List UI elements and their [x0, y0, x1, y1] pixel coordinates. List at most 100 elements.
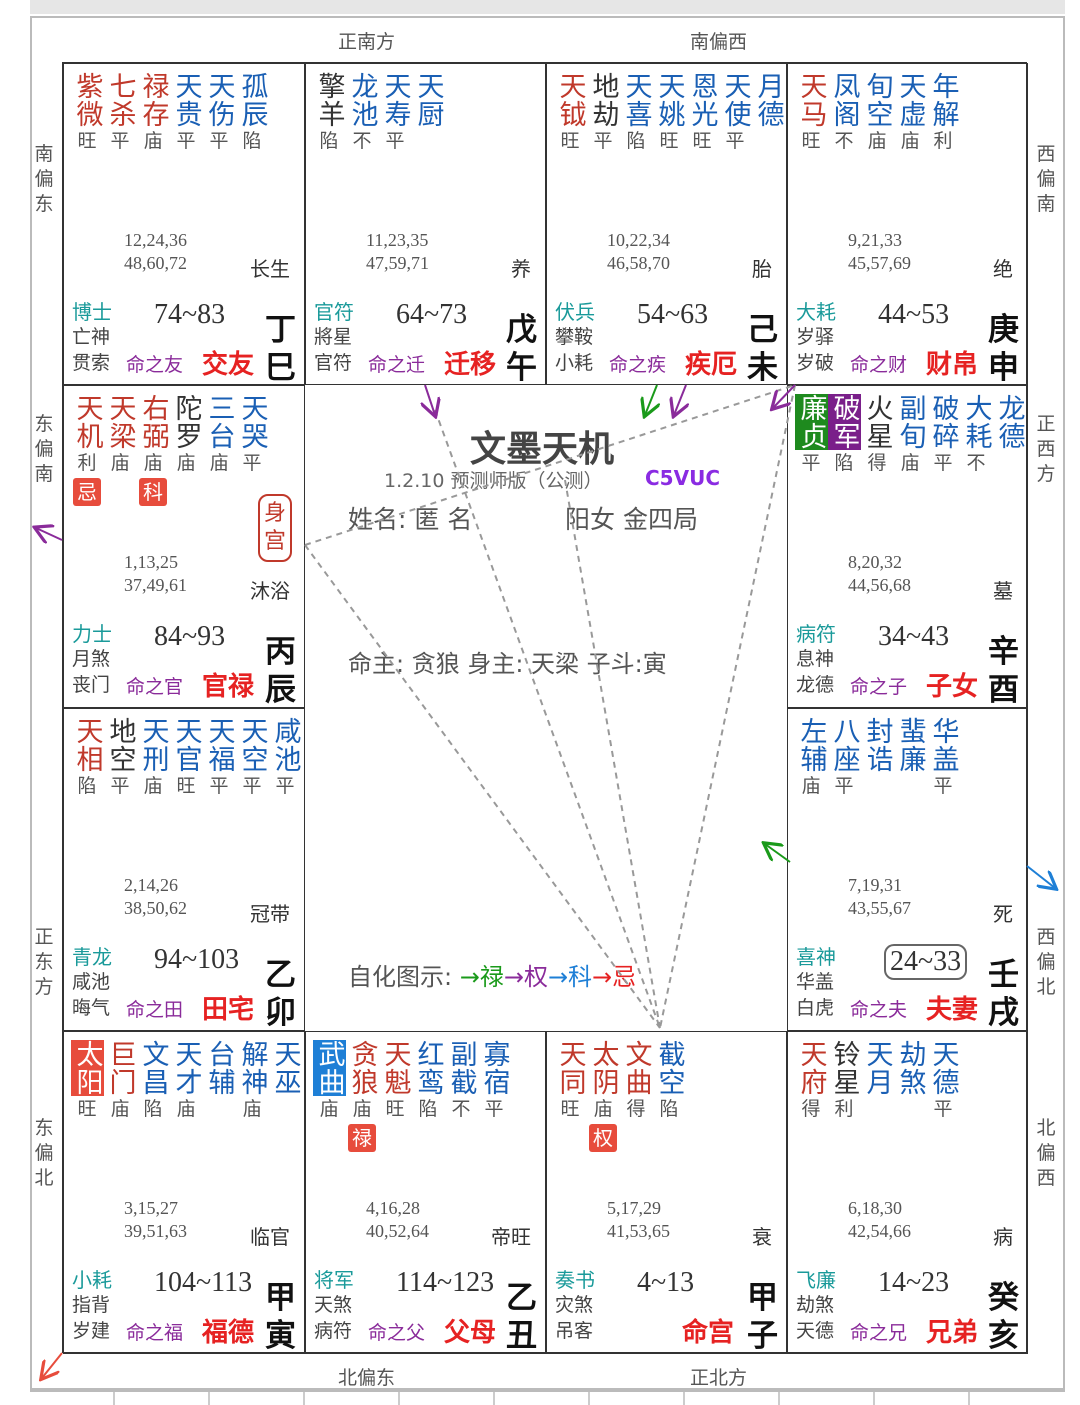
star[interactable]: 大耗不 — [961, 394, 992, 474]
star[interactable]: 天哭平 — [237, 394, 268, 506]
star[interactable]: 廉贞平 — [794, 394, 828, 474]
star[interactable]: 截空陷 — [654, 1040, 685, 1152]
star[interactable]: 天月 — [862, 1040, 893, 1120]
star[interactable]: 天虚庙 — [895, 72, 926, 152]
star[interactable]: 旬空庙 — [862, 72, 893, 152]
star[interactable]: 天机利忌 — [72, 394, 103, 506]
star[interactable]: 太阴庙权 — [588, 1040, 619, 1152]
star[interactable]: 破碎平 — [928, 394, 959, 474]
star[interactable]: 武曲庙 — [312, 1040, 346, 1152]
star[interactable]: 寡宿平 — [479, 1040, 510, 1152]
star[interactable]: 八座平 — [829, 717, 860, 797]
star[interactable]: 天巫 — [270, 1040, 301, 1120]
star[interactable]: 天相陷 — [72, 717, 103, 797]
star[interactable]: 紫微旺 — [72, 72, 103, 152]
palace-relation: 命之田 — [126, 999, 184, 1021]
star[interactable]: 七杀平 — [105, 72, 136, 152]
star[interactable]: 天府得 — [795, 1040, 827, 1120]
star[interactable]: 地劫平 — [588, 72, 619, 152]
star[interactable]: 天姚旺 — [653, 72, 685, 152]
star-name: 天府 — [795, 1040, 827, 1096]
star[interactable]: 天德平 — [928, 1040, 959, 1120]
star[interactable]: 劫煞 — [894, 1040, 926, 1120]
star[interactable]: 破军陷 — [827, 394, 861, 474]
star[interactable]: 年解利 — [928, 72, 959, 152]
star[interactable]: 铃星利 — [829, 1040, 860, 1120]
star[interactable]: 副旬庙 — [895, 394, 926, 474]
star-name: 天钺 — [554, 72, 586, 128]
star[interactable]: 天同旺 — [555, 1040, 586, 1152]
star[interactable]: 天厨 — [413, 72, 444, 152]
life-body-master: 命主: 贪狼 身主: 天梁 子斗:寅 — [348, 650, 667, 678]
star-name: 劫煞 — [894, 1040, 926, 1096]
star-name: 文曲 — [620, 1040, 652, 1096]
star[interactable]: 贪狼庙禄 — [347, 1040, 378, 1152]
year-god: 吊客 — [555, 1320, 594, 1342]
star[interactable]: 天才庙 — [171, 1040, 202, 1120]
star[interactable]: 天梁庙 — [104, 394, 136, 506]
direction-label: 东偏北 — [34, 1117, 54, 1189]
star[interactable]: 天马旺 — [796, 72, 827, 152]
star[interactable]: 太阳旺 — [70, 1040, 104, 1120]
star[interactable]: 华盖平 — [928, 717, 959, 797]
star[interactable]: 龙德 — [994, 394, 1025, 474]
star[interactable]: 封诰 — [862, 717, 893, 797]
star[interactable]: 地空平 — [105, 717, 136, 797]
star[interactable]: 恩光旺 — [687, 72, 718, 152]
star[interactable]: 左辅庙 — [796, 717, 827, 797]
star[interactable]: 天魁旺 — [380, 1040, 411, 1152]
star[interactable]: 文昌陷 — [138, 1040, 169, 1120]
star[interactable]: 擎羊陷 — [314, 72, 345, 152]
star[interactable]: 副截不 — [446, 1040, 477, 1152]
star[interactable]: 台辅 — [204, 1040, 235, 1120]
star[interactable]: 天伤平 — [204, 72, 235, 152]
star[interactable]: 月德 — [753, 72, 784, 152]
star[interactable]: 解神庙 — [237, 1040, 268, 1120]
star[interactable]: 咸池平 — [270, 717, 301, 797]
age-row: 5,17,29 — [607, 1198, 661, 1218]
star[interactable]: 孤辰陷 — [237, 72, 268, 152]
star[interactable]: 天空平 — [237, 717, 268, 797]
star-name: 天姚 — [653, 72, 685, 128]
direction-label: 西偏北 — [1036, 926, 1056, 998]
star[interactable]: 禄存庙 — [138, 72, 169, 152]
star[interactable]: 龙池不 — [347, 72, 378, 152]
star[interactable]: 文曲得 — [620, 1040, 652, 1152]
star[interactable]: 三台庙 — [204, 394, 235, 506]
star[interactable]: 天钺旺 — [554, 72, 586, 152]
star[interactable]: 火星得 — [862, 394, 893, 474]
star[interactable]: 天使平 — [720, 72, 751, 152]
outer-frame — [30, 16, 1065, 1390]
star[interactable]: 天贵平 — [171, 72, 202, 152]
age-row: 4,16,28 — [366, 1198, 420, 1218]
star[interactable]: 红鸾陷 — [413, 1040, 444, 1152]
direction-label: 北偏东 — [338, 1367, 396, 1389]
star[interactable]: 巨门庙 — [105, 1040, 136, 1120]
star[interactable]: 天福平 — [204, 717, 235, 797]
age-row: 42,54,66 — [848, 1221, 911, 1241]
star-brightness: 平 — [593, 130, 613, 152]
star[interactable]: 天喜陷 — [621, 72, 652, 152]
star[interactable]: 天刑庙 — [138, 717, 169, 797]
star[interactable]: 右弼庙科 — [138, 394, 169, 506]
star[interactable]: 天官旺 — [171, 717, 202, 797]
star[interactable]: 阴煞 — [303, 1040, 305, 1120]
star-brightness: 陷 — [319, 130, 339, 152]
star[interactable]: 天寿平 — [380, 72, 411, 152]
star[interactable]: 凤阁不 — [829, 72, 860, 152]
star[interactable]: 陀罗庙 — [171, 394, 202, 506]
star-name: 天梁 — [104, 394, 136, 450]
star[interactable]: 蜚廉 — [895, 717, 926, 797]
